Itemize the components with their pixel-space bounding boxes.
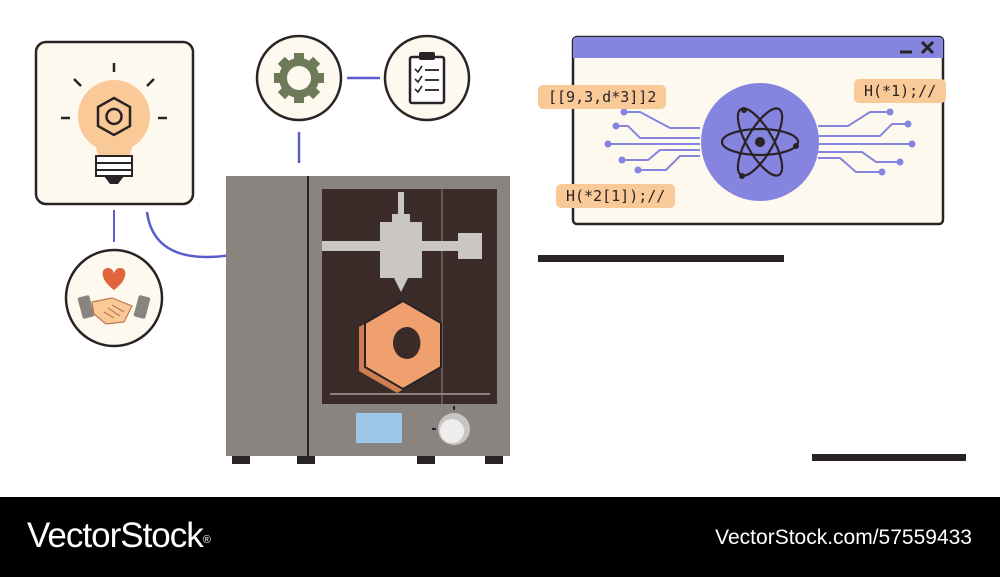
underline-bar-bottom	[812, 454, 966, 461]
atom-icon	[701, 83, 819, 201]
brand-text: VectorStock	[27, 516, 204, 555]
gear-badge	[255, 34, 343, 122]
underline-bar-top	[538, 255, 784, 262]
code-snippet-left-bottom: H(*2[1]);//	[556, 184, 676, 208]
code-snippet-left-top: [[9,3,d*3]]2	[538, 85, 667, 109]
registered-mark: ®	[202, 534, 211, 546]
code-snippet-right-top: H(*1);//	[854, 79, 947, 103]
lightbulb-card	[34, 40, 195, 206]
lightbulb-icon	[61, 63, 167, 184]
clipboard-badge	[383, 34, 471, 122]
clipboard-checklist-icon	[408, 52, 446, 105]
close-icon	[920, 40, 935, 55]
illustration	[34, 34, 966, 464]
image-url: VectorStock.com/57559433	[715, 526, 972, 549]
code-window	[571, 35, 945, 226]
3d-printer	[226, 176, 510, 464]
handshake-badge	[64, 248, 164, 348]
hex-nut	[359, 299, 442, 393]
gear-icon	[274, 53, 324, 103]
handshake-icon	[77, 268, 151, 325]
watermark-footer: VectorStock® VectorStock.com/57559433	[0, 497, 1000, 577]
brand-name: VectorStock®	[27, 514, 211, 558]
